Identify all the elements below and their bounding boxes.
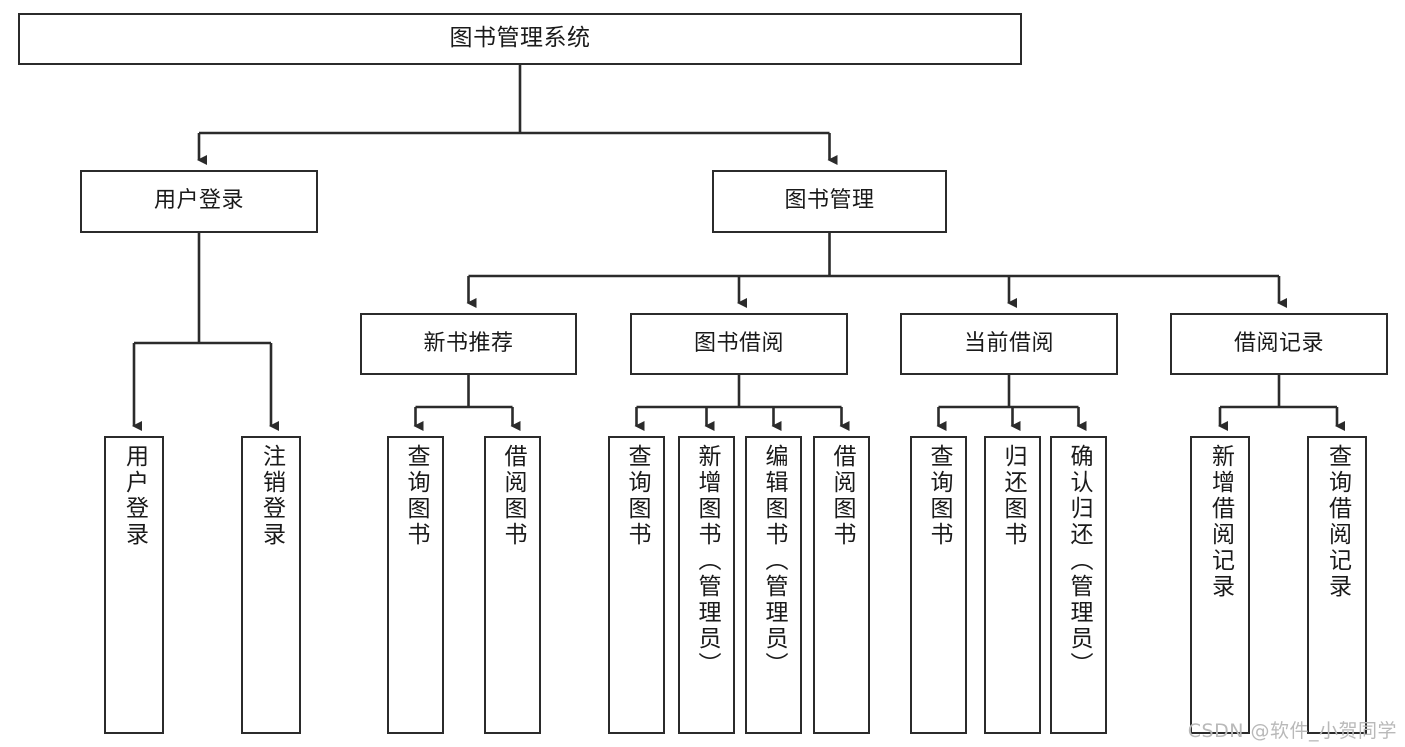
node-login[interactable]: 用户登录 [80,170,318,233]
node-q2[interactable]: 查询图书 [608,436,665,734]
node-label-ret: 归还图书 [1000,444,1026,548]
node-label-b1: 借阅图书 [500,444,526,548]
node-newbook[interactable]: 新书推荐 [360,313,577,375]
node-add[interactable]: 新增图书（管理员） [678,436,735,734]
node-label-qrec: 查询借阅记录 [1324,444,1351,600]
node-label-bookmgmt: 图书管理 [784,188,875,214]
node-label-borrow: 图书借阅 [693,330,784,356]
node-label-newbook: 新书推荐 [423,330,514,356]
node-current[interactable]: 当前借阅 [900,313,1118,375]
node-label-q2: 查询图书 [624,444,650,548]
node-bookmgmt[interactable]: 图书管理 [712,170,947,233]
node-edit[interactable]: 编辑图书（管理员） [745,436,802,734]
node-label-current: 当前借阅 [963,330,1054,356]
node-records[interactable]: 借阅记录 [1170,313,1388,375]
node-b1[interactable]: 借阅图书 [484,436,541,734]
node-label-addrec: 新增借阅记录 [1207,444,1234,600]
node-label-q1: 查询图书 [403,444,429,548]
node-label-confirm: 确认归还（管理员） [1066,444,1092,678]
node-root[interactable]: 图书管理系统 [18,13,1022,65]
node-q3[interactable]: 查询图书 [910,436,967,734]
node-label-b2: 借阅图书 [829,444,855,548]
node-label-edit: 编辑图书（管理员） [761,444,787,678]
node-b2[interactable]: 借阅图书 [813,436,870,734]
node-label-root: 图书管理系统 [449,25,591,52]
node-ret[interactable]: 归还图书 [984,436,1041,734]
node-confirm[interactable]: 确认归还（管理员） [1050,436,1107,734]
node-label-userlogin: 用户登录 [121,444,148,548]
node-qrec[interactable]: 查询借阅记录 [1307,436,1367,734]
node-addrec[interactable]: 新增借阅记录 [1190,436,1250,734]
node-label-login: 用户登录 [153,188,244,214]
node-label-q3: 查询图书 [926,444,952,548]
node-label-logout: 注销登录 [258,444,285,548]
node-label-records: 借阅记录 [1233,330,1324,356]
node-userlogin[interactable]: 用户登录 [104,436,164,734]
node-q1[interactable]: 查询图书 [387,436,444,734]
node-borrow[interactable]: 图书借阅 [630,313,848,375]
csdn-watermark: CSDN @软件_小贺同学 [1187,720,1397,742]
node-logout[interactable]: 注销登录 [241,436,301,734]
node-label-add: 新增图书（管理员） [694,444,720,678]
